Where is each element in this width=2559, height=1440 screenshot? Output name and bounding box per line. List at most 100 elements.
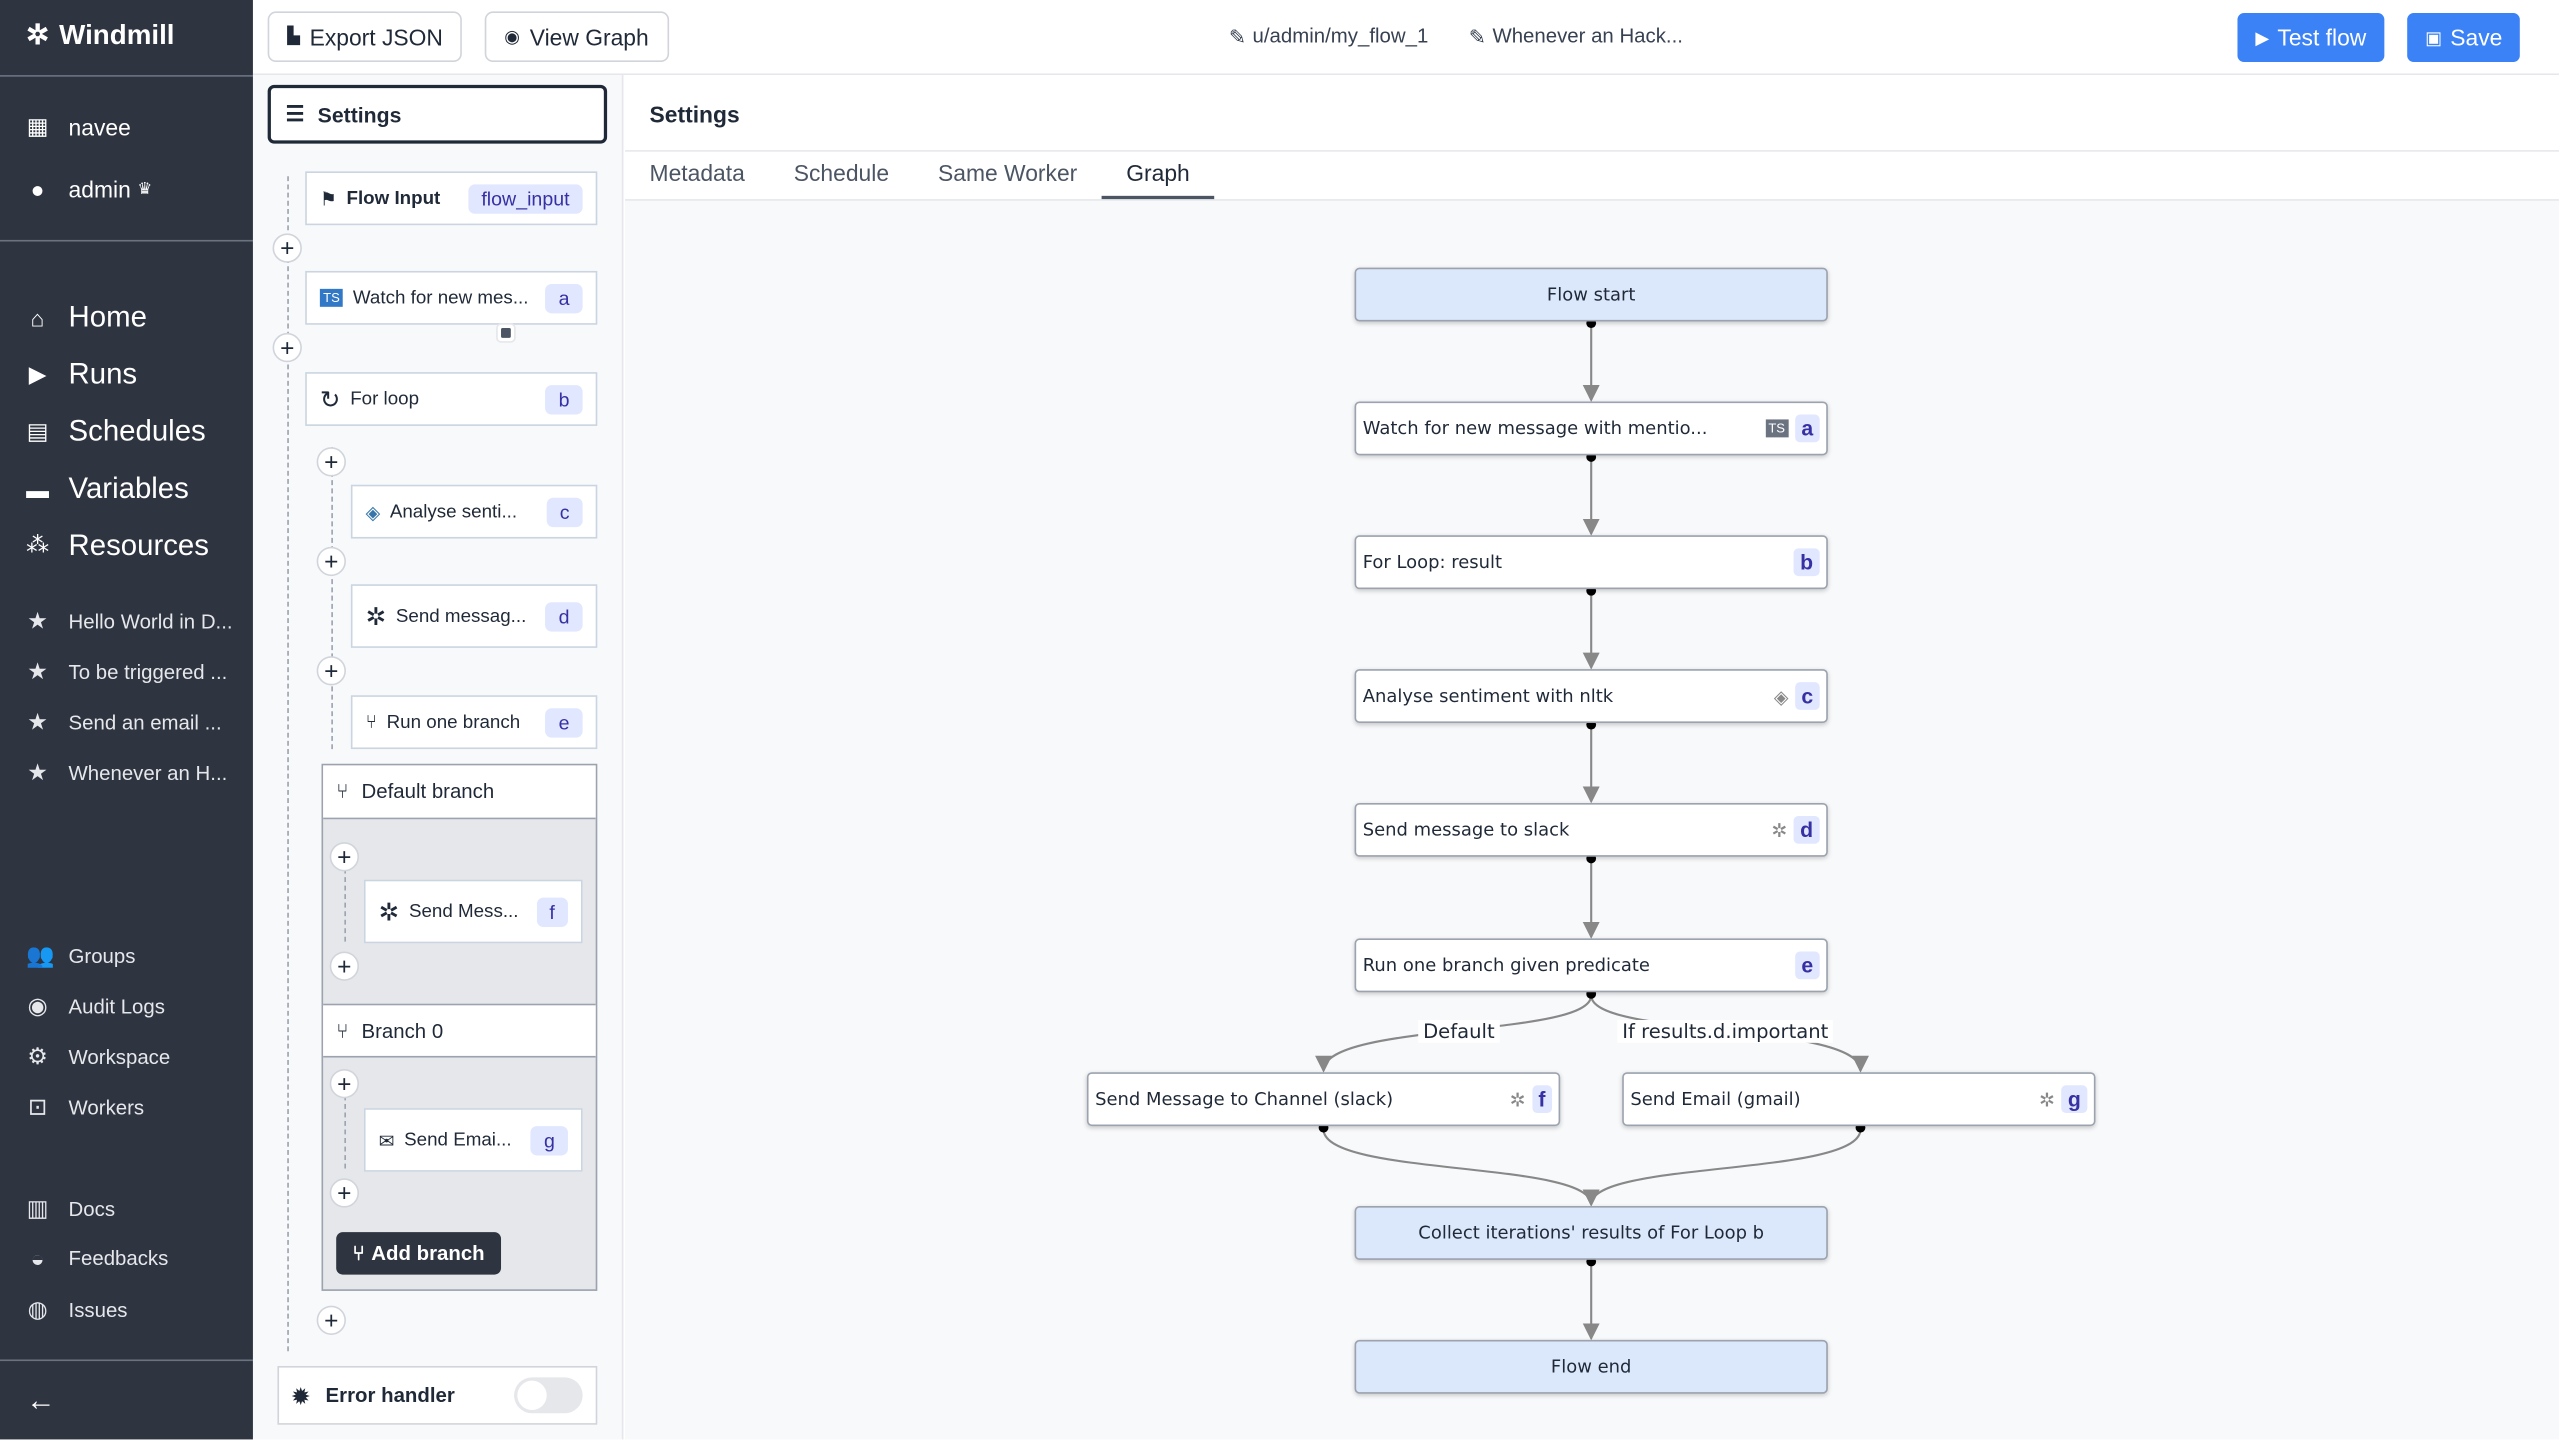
divider (0, 1359, 253, 1362)
nav-issues[interactable]: ◍Issues (27, 1295, 128, 1322)
branch-line (344, 1086, 346, 1169)
test-flow-button[interactable]: ▶Test flow (2237, 13, 2385, 63)
add-step-button[interactable]: + (316, 546, 346, 577)
nav-feedbacks[interactable]: ◒Feedbacks (26, 1245, 169, 1272)
nav-runs[interactable]: ▶Runs (26, 357, 137, 391)
nav-workers[interactable]: ⊡Workers (27, 1093, 145, 1120)
add-step-button[interactable]: + (329, 842, 360, 872)
star-icon: ★ (27, 708, 48, 735)
user-menu[interactable]: ●admin♛ (26, 176, 152, 202)
favorite-item[interactable]: ★To be triggered ... (27, 657, 228, 684)
code-branch-icon: ⑂ (336, 780, 349, 803)
node-collect[interactable]: Collect iterations' results of For Loop … (1354, 1206, 1828, 1260)
node-f[interactable]: Send Message to Channel (slack)✲f (1086, 1072, 1561, 1127)
branch-0[interactable]: ⑂Branch 0 (323, 1003, 596, 1058)
nav-groups[interactable]: 👥Groups (26, 941, 136, 968)
python-icon: ◈ (365, 503, 381, 524)
code-branch-icon: ⑂ (336, 1019, 349, 1043)
tab-metadata[interactable]: Metadata (649, 159, 745, 187)
nav-workspace[interactable]: ⚙Workspace (27, 1042, 171, 1069)
nav-home[interactable]: ⌂Home (26, 300, 147, 334)
bug-icon: ✹ (292, 1384, 310, 1408)
windmill-hub-icon: ✲ (365, 603, 387, 631)
error-handler: ✹Error handler (277, 1365, 598, 1425)
tab-graph[interactable]: Graph (1101, 152, 1215, 200)
add-step-button[interactable]: + (316, 447, 346, 477)
node-c[interactable]: Analyse sentiment with nltk◈c (1354, 669, 1828, 723)
typescript-icon: TS (1765, 419, 1789, 438)
node-flow-start[interactable]: Flow start (1354, 267, 1828, 322)
python-icon: ◈ (1773, 687, 1789, 708)
settings-button[interactable]: ☰Settings (267, 84, 608, 144)
favorite-item[interactable]: ★Whenever an H... (27, 758, 228, 785)
add-step-button[interactable]: + (316, 1305, 346, 1335)
star-icon: ★ (27, 607, 48, 634)
star-icon: ★ (27, 758, 48, 785)
edge-label-default: Default (1418, 1020, 1500, 1043)
node-d[interactable]: Send message to slack✲d (1354, 802, 1828, 857)
gmail-icon: ✉ (378, 1131, 395, 1152)
robot-icon: ⊡ (27, 1093, 48, 1120)
gear-icon: ⚙ (27, 1042, 48, 1069)
play-icon: ▶ (28, 360, 47, 387)
step-card-c[interactable]: ◈Analyse senti...c (350, 484, 598, 539)
logo[interactable]: ✲Windmill (26, 19, 175, 51)
code-branch-icon: ⑂ (352, 1241, 365, 1265)
tab-schedule[interactable]: Schedule (793, 159, 890, 187)
flow-summary[interactable]: ✎Whenever an Hack... (1468, 24, 1683, 49)
file-export-icon: ▙ (287, 27, 300, 46)
export-json-button[interactable]: ▙Export JSON (267, 11, 463, 63)
add-step-button[interactable]: + (329, 1178, 360, 1208)
favorite-item[interactable]: ★Send an email ... (27, 708, 222, 735)
branch-default[interactable]: ⑂Default branch (323, 765, 596, 820)
nav-audit-logs[interactable]: ◉Audit Logs (27, 992, 165, 1019)
collapse-sidebar-button[interactable]: ← (26, 1384, 55, 1418)
wallet-icon: ▬ (26, 475, 49, 502)
branch-container: ⑂Default branch + ✲Send Mess...f + ⑂Bran… (321, 763, 598, 1291)
step-card-f[interactable]: ✲Send Mess...f (363, 879, 583, 944)
add-step-button[interactable]: + (329, 1068, 360, 1099)
node-g[interactable]: Send Email (gmail)✲g (1622, 1072, 2096, 1127)
discord-icon: ◒ (30, 1245, 45, 1272)
nav-schedules[interactable]: ▤Schedules (26, 414, 206, 448)
rotate-icon: ↻ (319, 385, 341, 414)
edge (1322, 1129, 1600, 1207)
nav-docs[interactable]: ▥Docs (26, 1194, 116, 1221)
windmill-hub-icon: ✲ (2039, 1090, 2055, 1111)
nav-variables[interactable]: ▬Variables (26, 471, 189, 505)
home-icon: ⌂ (30, 304, 45, 331)
step-card-g[interactable]: ✉Send Emai...g (363, 1108, 583, 1172)
tab-same-worker[interactable]: Same Worker (938, 159, 1078, 187)
arrow-left-icon: ← (26, 1383, 56, 1417)
favorite-item[interactable]: ★Hello World in D... (27, 607, 233, 634)
crown-icon: ♛ (137, 180, 152, 199)
add-step-button[interactable]: + (316, 656, 346, 686)
typescript-icon: TS (319, 288, 344, 307)
add-branch-button[interactable]: ⑂Add branch (336, 1232, 501, 1275)
nav-resources[interactable]: ⁂Resources (26, 528, 209, 562)
flow-path[interactable]: ✎u/admin/my_flow_1 (1228, 24, 1429, 49)
add-step-button[interactable]: + (272, 233, 302, 263)
cubes-icon: ⁂ (26, 532, 49, 559)
save-button[interactable]: ▣Save (2407, 13, 2521, 63)
top-bar: ▙Export JSON ◉View Graph ✎u/admin/my_flo… (252, 0, 2559, 76)
drag-handle[interactable] (496, 323, 516, 343)
node-flow-end[interactable]: Flow end (1354, 1339, 1828, 1394)
windmill-hub-icon: ✲ (378, 898, 400, 927)
book-icon: ▥ (26, 1194, 49, 1221)
building-icon: ▦ (26, 112, 49, 139)
add-step-button[interactable]: + (329, 951, 360, 981)
step-card-d[interactable]: ✲Send messag...d (350, 584, 598, 648)
workspace-menu[interactable]: ▦navee (26, 112, 131, 140)
divider (0, 239, 253, 242)
error-handler-toggle[interactable] (514, 1377, 583, 1414)
add-step-button[interactable]: + (272, 332, 302, 363)
view-graph-button[interactable]: ◉View Graph (484, 11, 669, 63)
